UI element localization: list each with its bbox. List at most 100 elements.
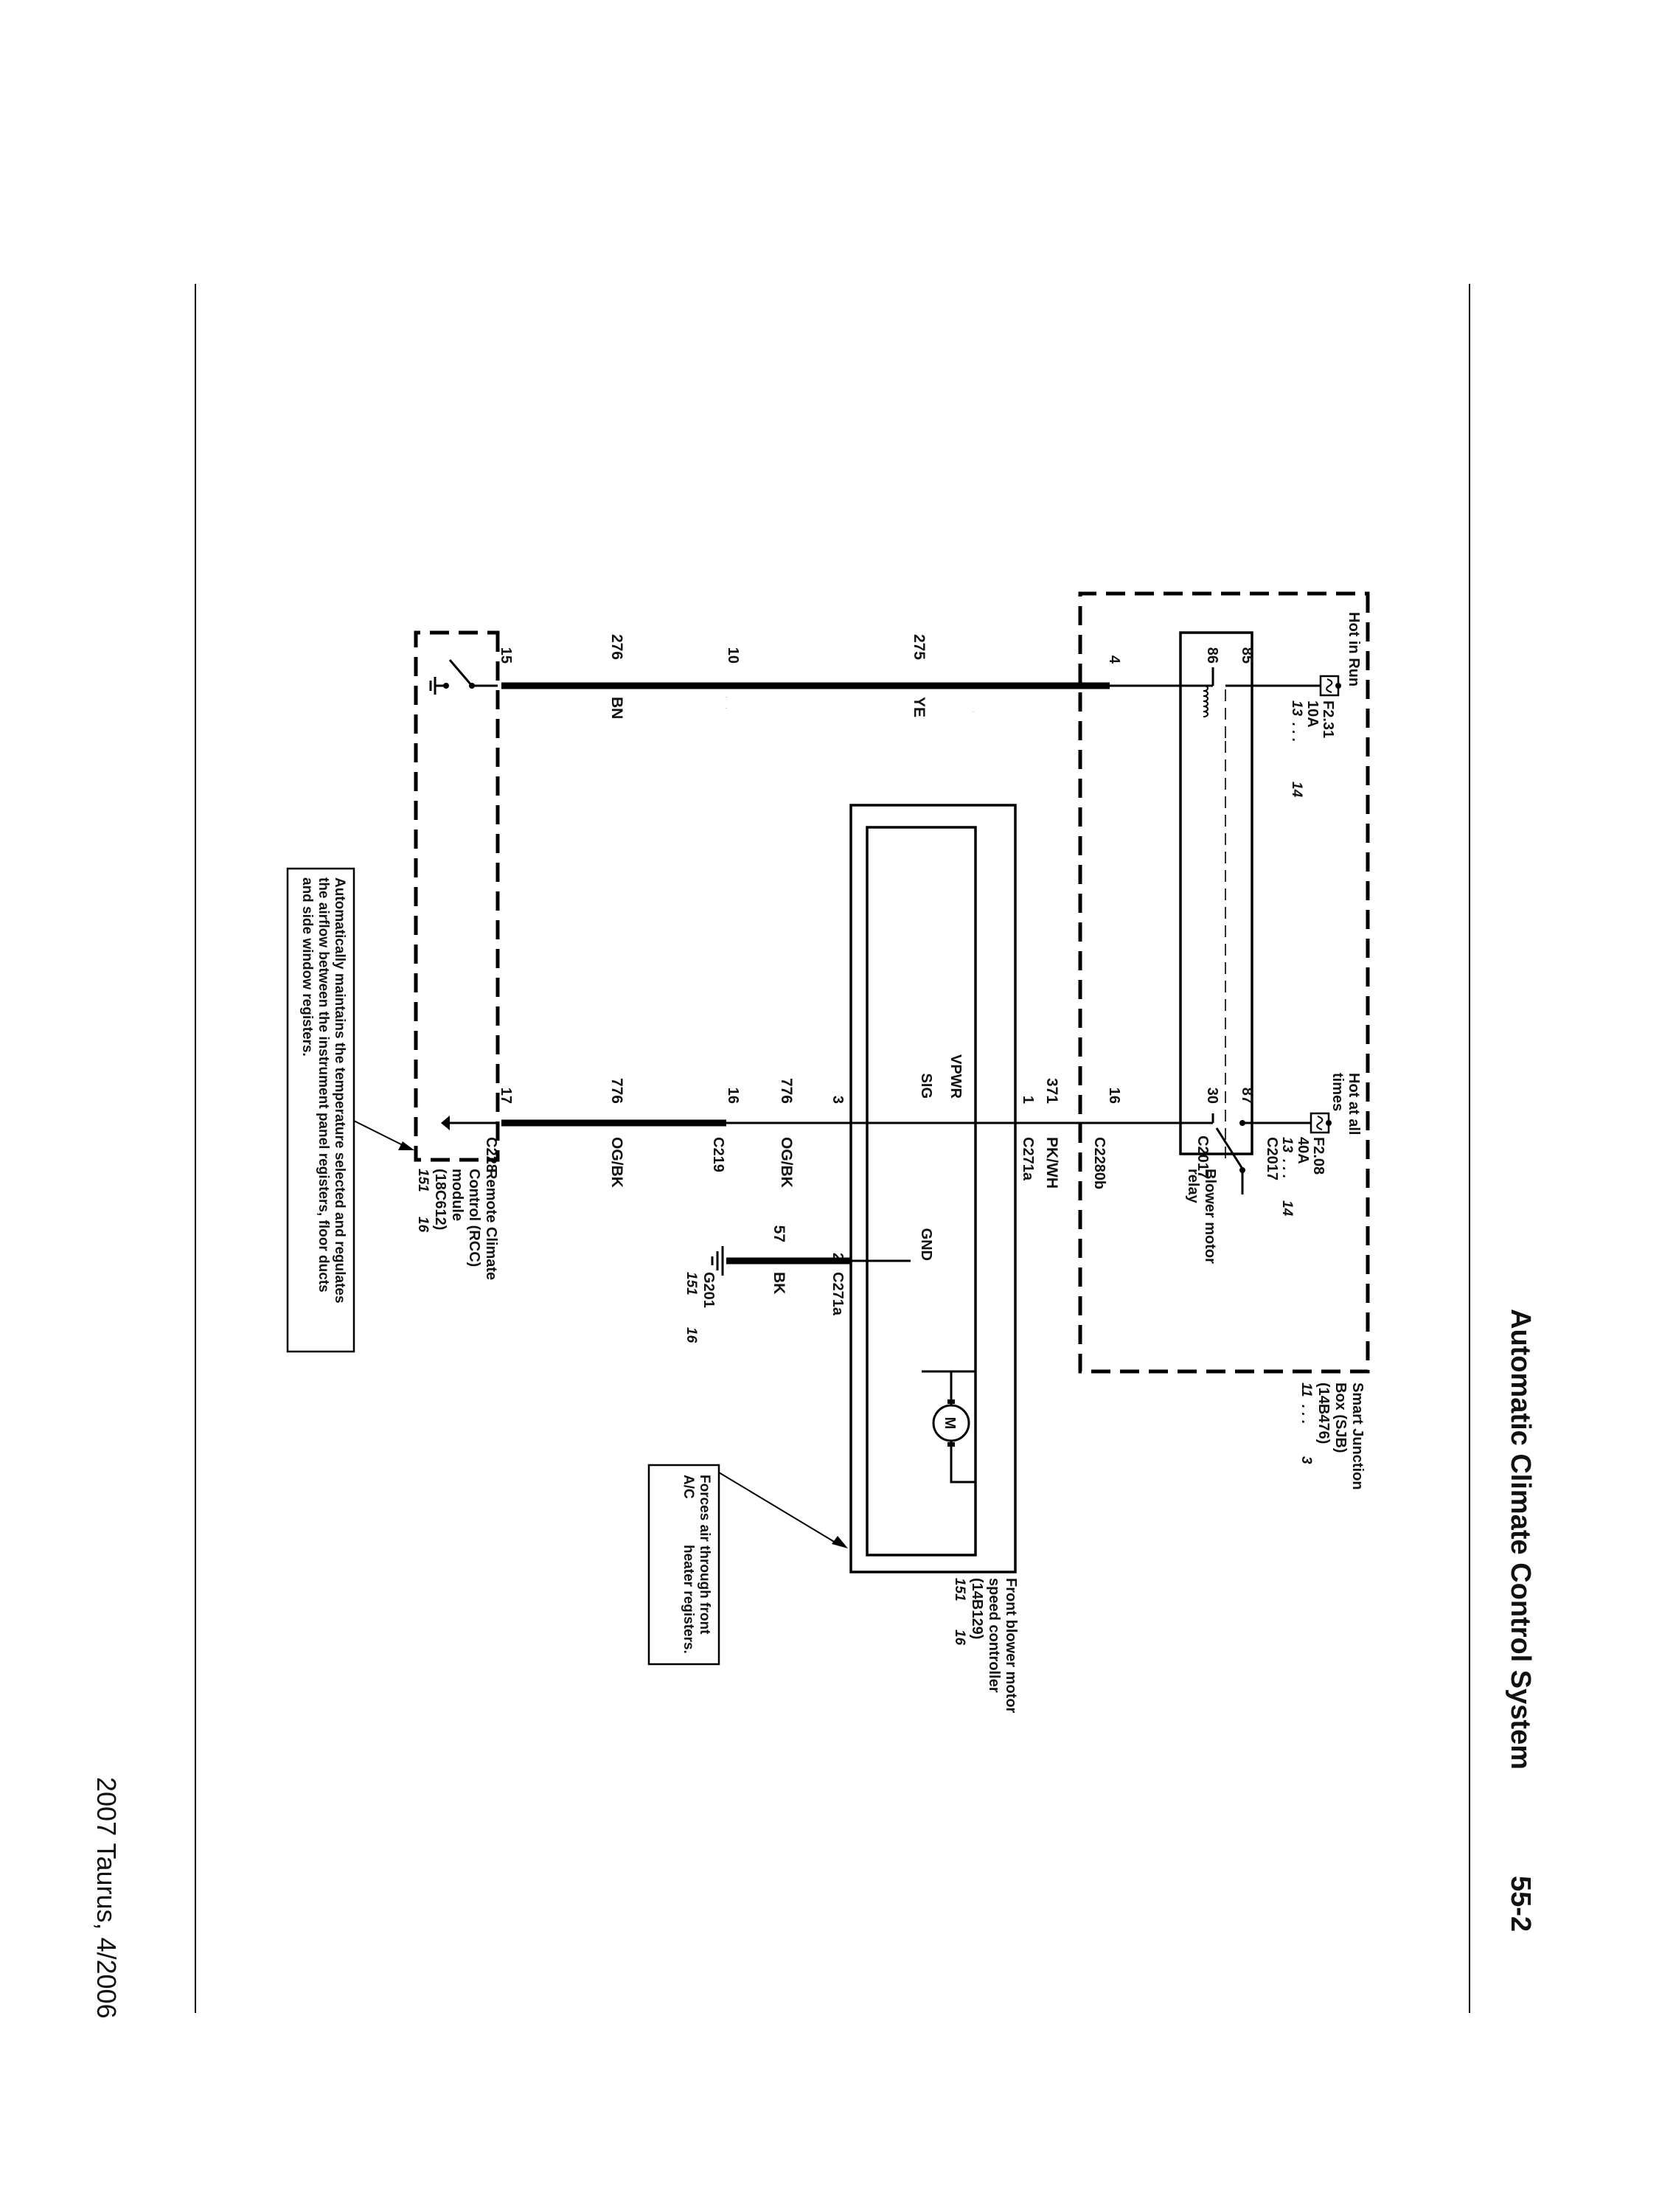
relay-pin: 30 [1204, 1088, 1220, 1104]
wire-circuit: 275 [911, 634, 928, 660]
wire-color: BN [608, 697, 625, 719]
c271a-pin: 2 [830, 1253, 846, 1261]
c271a-label: C271a [830, 1272, 846, 1316]
signal-gnd: GND [918, 1228, 934, 1261]
relay-pin: 85 [1239, 647, 1255, 664]
note-forces-air: Forces air through front [697, 1475, 712, 1635]
relay-pin: 87 [1239, 1088, 1255, 1104]
rcc-label: module [449, 1169, 465, 1221]
relay-coil [1203, 684, 1257, 1165]
note-arrow [718, 1472, 840, 1545]
wire-color: YE [911, 697, 928, 717]
fuse-ref-dots: . . . [1289, 723, 1304, 742]
note-forces-air: A/C [681, 1475, 696, 1499]
sjb-out-pin: 4 [1106, 655, 1122, 664]
note-rcc: the airflow between the instrument panel… [316, 877, 331, 1293]
blower-controller-label: Front blower motor [1003, 1578, 1019, 1714]
sjb-ref: 11 [1298, 1382, 1314, 1397]
c2280b-label: C2280b [1091, 1137, 1107, 1189]
signal-sig: SIG [918, 1074, 934, 1099]
rcc-label: Control (RCC) [466, 1169, 482, 1267]
fuse-ref: 13 [1289, 700, 1304, 717]
sjb-ref-dots: . . . [1298, 1405, 1314, 1424]
relay-switch [1215, 1120, 1257, 1194]
relay-label: relay [1185, 1169, 1201, 1204]
c2280b-pin: 16 [1106, 1088, 1122, 1104]
c219-pin: 10 [725, 647, 741, 664]
wire-circuit: 371 [1043, 1078, 1060, 1104]
fuse-f2-31 [1257, 675, 1341, 697]
page-footer: 2007 Taurus, 4/2006 [91, 1777, 122, 2019]
wire-circuit: 776 [778, 1078, 795, 1104]
fuse-ref: 13 [1279, 1137, 1295, 1153]
wire-circuit: 776 [608, 1078, 625, 1104]
hot-at-all-times-label: times [1329, 1073, 1346, 1111]
fuse-id: F2.31 [1320, 700, 1336, 738]
note-rcc-arrow [353, 1120, 406, 1147]
blower-controller-label: (14B129) [969, 1578, 985, 1639]
fuse-ref-dots: . . . [1279, 1159, 1295, 1178]
note-rcc: Automatically maintains the temperature … [332, 877, 347, 1304]
c271a-pin: 1 [1020, 1096, 1036, 1104]
hot-in-run-label: Hot in Run [1346, 612, 1362, 686]
rotated-diagram: Automatic Climate Control System 55-2 20… [91, 591, 1536, 2019]
rcc-label: (18C612) [432, 1169, 448, 1230]
ground-id: G201 [700, 1272, 717, 1308]
c271a-pin: 3 [830, 1096, 846, 1104]
c228-pin: 17 [498, 1088, 514, 1104]
wire-color: OG/BK [608, 1137, 625, 1188]
c219-pin: 16 [725, 1088, 741, 1104]
c228-label: C228 [483, 1137, 499, 1172]
wire-color: OG/BK [778, 1137, 795, 1188]
note-rcc: and side window registers. [299, 877, 315, 1057]
fuse-rating: 10A [1304, 700, 1321, 728]
sjb-label-line: (14B476) [1315, 1382, 1332, 1444]
sjb-ref: 3 [1298, 1456, 1314, 1464]
rcc-ref: 151 [415, 1169, 431, 1192]
fuse-id: F2.08 [1310, 1137, 1326, 1175]
c219-label: C219 [710, 1137, 726, 1172]
rcc-label: Remote Climate [483, 1169, 499, 1280]
note-forces-air-box [647, 1464, 720, 1666]
motor-symbol: M [942, 1417, 958, 1430]
blower-controller-ref: 16 [952, 1630, 967, 1646]
rcc-ref: 16 [415, 1217, 431, 1233]
fuse-f2-08 [1257, 1112, 1332, 1134]
page-number: 55-2 [1505, 1876, 1536, 1932]
rcc-ground [441, 1116, 498, 1130]
page-title: Automatic Climate Control System [1505, 1309, 1536, 1770]
sjb-label-line: Smart Junction [1349, 1382, 1366, 1490]
blower-controller-box [849, 804, 1017, 1573]
c271a-label: C271a [1020, 1137, 1036, 1181]
fuse-ref: 14 [1279, 1200, 1295, 1217]
note-rcc-box [286, 867, 355, 1353]
sjb-dashed-box [1078, 591, 1370, 1374]
wire-circuit: 276 [608, 634, 625, 660]
blower-controller-ref: 151 [952, 1578, 967, 1601]
wire-color: PK/WH [1043, 1137, 1060, 1189]
c228-pin: 15 [498, 647, 514, 664]
wire-circuit: 57 [771, 1225, 787, 1242]
rcc-switch [429, 659, 498, 695]
hot-at-all-times-label: Hot at all [1346, 1073, 1362, 1135]
ground-symbol [711, 1246, 724, 1276]
ground-ref: 151 [684, 1272, 699, 1295]
sjb-label-line: Box (SJB) [1332, 1382, 1349, 1453]
fuse-rating: 40A [1295, 1137, 1311, 1164]
blower-motor-relay [1179, 631, 1253, 1155]
rcc-dashed-box [414, 630, 500, 1162]
wire-color: BK [771, 1272, 787, 1294]
relay-pin: 86 [1204, 647, 1220, 664]
blower-controller-inner [866, 826, 977, 1557]
relay-connector-top: C2017 [1264, 1137, 1280, 1180]
note-forces-air: heater registers. [681, 1545, 696, 1654]
fuse-ref: 14 [1289, 782, 1304, 798]
sjb-label: Smart Junction Box (SJB) (14B476) 11 . .… [1298, 1382, 1366, 1490]
ground-ref: 16 [684, 1327, 699, 1343]
blower-controller-label: speed controller [986, 1578, 1002, 1693]
blower-motor [922, 1370, 975, 1484]
relay-label: Blower motor [1202, 1169, 1218, 1264]
signal-vpwr: VPWR [947, 1054, 964, 1099]
